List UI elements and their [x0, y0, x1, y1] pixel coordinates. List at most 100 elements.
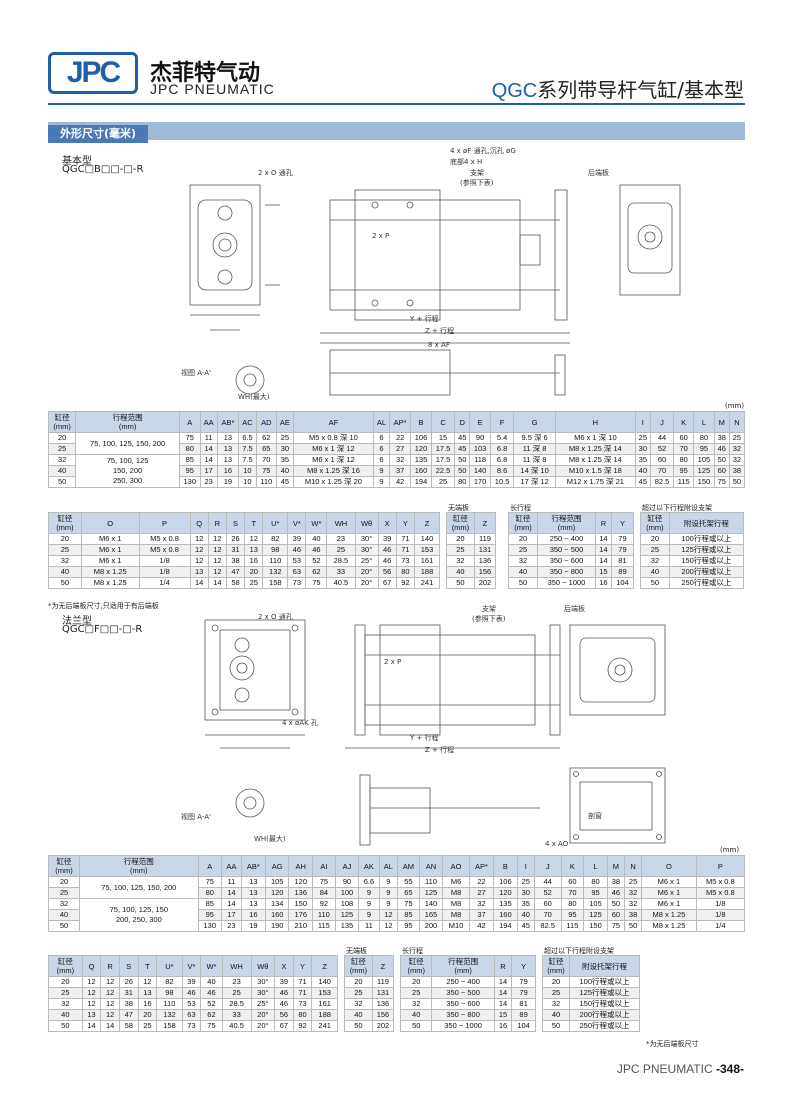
table-cell: 32: [399, 998, 433, 1010]
table-cell: 14: [493, 987, 513, 999]
table-cell: 38: [606, 876, 625, 888]
table-header-row: 缸径 (mm)Z: [446, 512, 497, 534]
table-cell: 98: [262, 544, 289, 556]
table-cell: 136: [371, 998, 395, 1010]
table-cell: 6: [372, 443, 391, 455]
table-cell: 120: [288, 876, 314, 888]
table-cell: 12: [378, 909, 399, 921]
table-cell: M8 x 1.25 深 14: [554, 454, 636, 466]
table-header-row: 缸径 (mm)Z: [344, 955, 395, 977]
column-header: V*: [287, 512, 307, 534]
table-cell: 32: [47, 898, 81, 910]
table-cell: 104: [511, 1020, 536, 1032]
label-bracket: 支架: [470, 169, 484, 177]
footer: JPC PNEUMATIC -348-: [617, 1062, 744, 1076]
table-cell: 6.5: [238, 432, 257, 444]
column-header: 缸径 (mm): [48, 955, 83, 977]
column-header: AI: [312, 855, 336, 877]
table-cell: 40: [47, 465, 77, 477]
table-cell: 160: [264, 909, 290, 921]
column-header: M: [606, 855, 625, 877]
column-header: J: [649, 411, 675, 433]
table-cell: 250 ~ 400: [537, 533, 596, 545]
table-cell: 350 ~ 600: [431, 998, 495, 1010]
table-cell: M8: [442, 887, 470, 899]
table-cell: 160: [410, 465, 432, 477]
table-cell: 13: [216, 443, 240, 455]
basic-type-name: 基本型: [62, 156, 92, 167]
table-cell: 194: [410, 476, 432, 488]
table-cell: 1/4: [138, 577, 191, 589]
table-cell: 13: [244, 544, 264, 556]
basic-type-code: QGC□B□□-□-R: [62, 164, 144, 175]
table-cell: 9: [358, 898, 380, 910]
table-cell: 25: [221, 987, 252, 999]
column-header: F: [489, 411, 515, 433]
basic-side-view: [320, 189, 570, 344]
table-cell: 38: [225, 555, 246, 567]
table-cell: 8.6: [489, 465, 515, 477]
table-cell: 28.5: [221, 998, 252, 1010]
table-cell: 90: [334, 876, 360, 888]
table-cell: 89: [610, 566, 635, 578]
table-cell: 50: [728, 476, 746, 488]
table-cell: 32: [623, 898, 643, 910]
table-cell: 95: [583, 887, 608, 899]
footer-brand: JPC PNEUMATIC: [616, 1062, 713, 1076]
table-cell: 46: [305, 544, 328, 556]
table-cell: 125: [693, 465, 715, 477]
column-header: Q: [81, 955, 102, 977]
table-cell: 103: [469, 443, 491, 455]
label-rear-plate: 后端板: [588, 169, 609, 177]
table-cell: 60: [713, 465, 730, 477]
table-cell: 10.5: [489, 476, 515, 488]
table-cell: 39: [287, 533, 307, 545]
table-cell: 25: [541, 987, 571, 999]
flange-bracket-caption: 超过以下行程附设支架: [544, 947, 614, 955]
table-cell: 25: [446, 544, 475, 556]
column-header: AK: [358, 855, 380, 877]
table-cell: 11: [358, 920, 380, 932]
table-cell: 25: [623, 876, 643, 888]
table-cell: 6: [372, 432, 391, 444]
table-cell: M8 x 1.25 深 16: [293, 465, 374, 477]
table-cell: 70: [560, 887, 585, 899]
table-cell: 25: [344, 987, 373, 999]
table-cell: 140: [418, 898, 444, 910]
table-cell: 75, 100, 125, 150 200, 250, 300: [79, 898, 199, 932]
basic-type-drawing: [189, 184, 681, 396]
column-header: AG: [264, 855, 290, 877]
column-header: 附设托架行程: [569, 955, 640, 977]
column-header: AB*: [216, 411, 240, 433]
table-cell: 12: [244, 533, 264, 545]
column-header: 缸径 (mm): [640, 512, 670, 534]
table-cell: 50: [344, 1020, 373, 1032]
table-cell: 95: [397, 920, 420, 932]
column-header: A: [197, 855, 223, 877]
table-cell: 20: [399, 976, 433, 988]
table-cell: M10: [442, 920, 470, 932]
table-cell: 79: [511, 987, 536, 999]
table-cell: 32: [623, 887, 643, 899]
column-header: 行程范围 (mm): [431, 955, 495, 977]
table-cell: 14 深 10: [513, 465, 556, 477]
table-cell: 7.5: [238, 454, 257, 466]
table-cell: 20: [48, 976, 83, 988]
table-cell: 95: [693, 443, 715, 455]
table-cell: 80: [583, 876, 608, 888]
table-cell: 80: [292, 1009, 313, 1021]
table-cell: 1/8: [695, 898, 746, 910]
table-cell: 81: [511, 998, 536, 1010]
table-cell: 110: [262, 555, 289, 567]
